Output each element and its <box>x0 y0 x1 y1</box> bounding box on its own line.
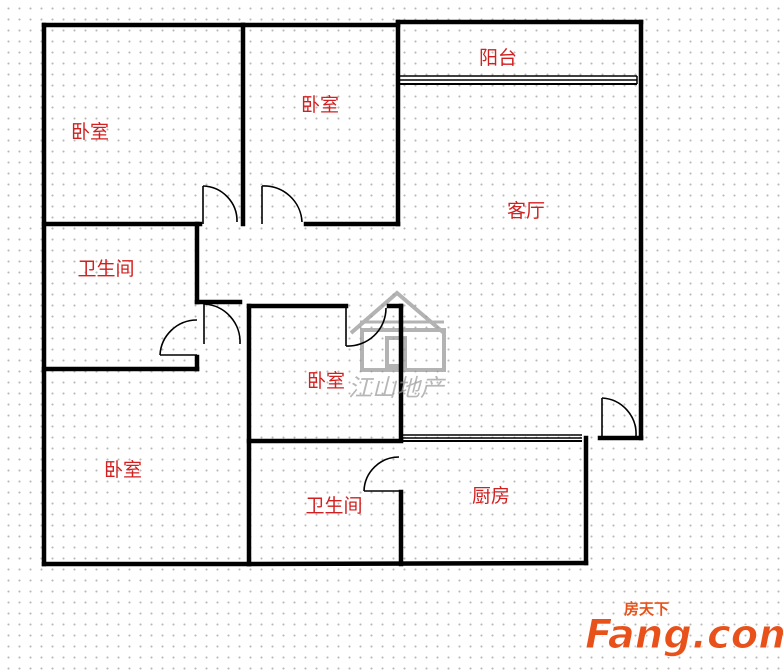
label-bathroom-center: 卫生间 <box>305 495 362 517</box>
door-bedroom-top-middle <box>261 185 303 224</box>
door-bedroom-center <box>345 307 387 347</box>
door-hall <box>203 303 241 345</box>
label-bedroom-bottom-left: 卧室 <box>104 459 142 481</box>
label-living-room: 客厅 <box>507 200 545 222</box>
walls <box>41 19 644 567</box>
windows <box>398 75 638 442</box>
label-bedroom-center: 卧室 <box>307 370 345 392</box>
door-bedroom-top-left <box>202 185 238 224</box>
watermark-text: 江山地产 <box>348 374 446 402</box>
fang-logo: 房天下 Fang.com <box>585 600 783 659</box>
label-kitchen: 厨房 <box>472 485 510 507</box>
door-entrance <box>601 397 637 437</box>
logo-chinese-text: 房天下 <box>624 600 669 618</box>
room-labels: 卧室 卧室 阳台 客厅 卫生间 卧室 卧室 卫生间 厨房 <box>71 47 545 517</box>
label-balcony: 阳台 <box>479 47 517 69</box>
logo-brand-text: Fang.com <box>585 612 783 658</box>
door-bathroom-center <box>363 456 400 492</box>
doors <box>159 185 637 492</box>
label-bedroom-top-left: 卧室 <box>71 121 109 143</box>
label-bedroom-top-middle: 卧室 <box>301 94 339 116</box>
door-bathroom-left <box>159 319 198 356</box>
label-bathroom-left: 卫生间 <box>77 258 134 280</box>
